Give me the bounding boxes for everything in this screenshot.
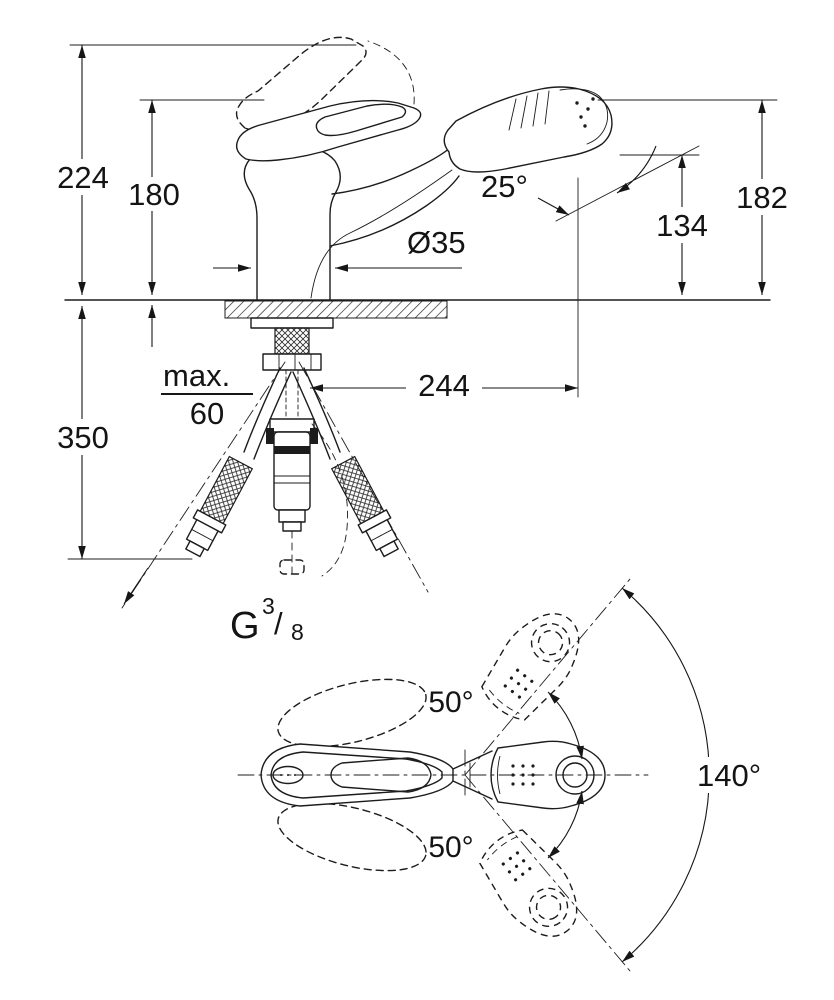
hose-weight-cap bbox=[278, 509, 306, 523]
dim-label-deck-max-value: 60 bbox=[190, 396, 224, 431]
label-backing bbox=[50, 159, 116, 195]
counter-hatch bbox=[224, 300, 448, 319]
dim-spray-tilt: 25° bbox=[481, 145, 700, 222]
handle-swing-dashed-lower bbox=[277, 802, 427, 872]
hose-axis-left bbox=[121, 361, 286, 609]
faucet-lever-handle bbox=[235, 99, 422, 162]
thread-size-label: G 3 / 8 bbox=[230, 593, 304, 647]
dim-deck-thickness: max. 60 bbox=[148, 305, 253, 431]
label-backing bbox=[406, 367, 482, 401]
dim-label-projection: 244 bbox=[418, 368, 470, 403]
dim-label-hole-diameter: Ø35 bbox=[407, 225, 466, 260]
spray-head bbox=[443, 86, 613, 173]
dim-label-deck-max: max. bbox=[163, 358, 230, 393]
threaded-shank bbox=[274, 327, 310, 355]
weight-side-nub-right bbox=[310, 428, 318, 444]
label-backing bbox=[649, 207, 715, 243]
tilt-leader-arrow bbox=[537, 197, 570, 216]
mounting-flange bbox=[250, 317, 334, 329]
faucet-body-column bbox=[243, 144, 341, 301]
swivel-axis-upper bbox=[464, 578, 631, 776]
swivel-arc-upper bbox=[547, 691, 584, 760]
hose-weight-collar bbox=[269, 418, 315, 433]
handle-motion-arc bbox=[367, 40, 415, 105]
hose-weight-body bbox=[273, 431, 311, 511]
dim-head-height: 182 bbox=[597, 99, 795, 295]
dim-swivel-upper: 50° bbox=[428, 686, 584, 760]
hose-loop-dashed bbox=[311, 423, 348, 577]
dim-label-handle-height: 180 bbox=[128, 177, 180, 212]
label-backing bbox=[690, 757, 776, 793]
dim-swivel-range: 140° bbox=[621, 587, 776, 963]
dim-label-swivel-range: 140° bbox=[697, 758, 761, 793]
dim-outlet-height: 134 bbox=[619, 154, 715, 295]
weight-side-nub-left bbox=[266, 428, 274, 444]
thread-leader-arrow bbox=[123, 567, 149, 605]
dim-total-height: 224 bbox=[50, 44, 357, 295]
spray-head-face bbox=[559, 88, 609, 145]
swivel-arc-lower bbox=[547, 790, 584, 859]
dim-label-spray-tilt: 25° bbox=[481, 169, 528, 204]
dim-under-deck-depth: 350 bbox=[50, 306, 193, 560]
top-view-handle-inner bbox=[270, 751, 443, 799]
handle-loop-hole bbox=[315, 103, 407, 137]
dim-label-outlet-height: 134 bbox=[656, 208, 708, 243]
spray-head-swung-dashed-lower bbox=[469, 819, 595, 953]
side-view: 224 180 182 134 25° bbox=[50, 36, 795, 647]
tilt-curved-arrow bbox=[616, 145, 657, 194]
handle-swing-dashed-upper bbox=[277, 678, 427, 748]
pullout-hose-upper bbox=[285, 369, 299, 420]
spray-head-swung-dashed-upper bbox=[471, 597, 597, 731]
spray-head-dots bbox=[575, 97, 595, 128]
hose-weight-lines bbox=[273, 475, 311, 484]
pullout-hose-end-dashed bbox=[279, 559, 305, 575]
dim-label-swivel-upper: 50° bbox=[428, 686, 473, 719]
dim-projection: 244 bbox=[310, 177, 579, 403]
hose-weight-tip bbox=[282, 521, 302, 532]
spout-top-edge bbox=[331, 147, 451, 195]
top-view-handle-slot bbox=[330, 757, 432, 793]
top-view: 50° 50° 140° bbox=[237, 578, 776, 972]
supply-hose-right bbox=[292, 367, 341, 460]
dim-label-head-height: 182 bbox=[736, 180, 788, 215]
spout-bottom-edge bbox=[329, 175, 460, 247]
label-backing bbox=[121, 177, 185, 211]
dim-label-under-deck-depth: 350 bbox=[57, 420, 109, 455]
dim-hole-diameter: Ø35 bbox=[213, 225, 466, 272]
dim-handle-height: 180 bbox=[121, 99, 265, 295]
dim-swivel-lower: 50° bbox=[428, 790, 584, 864]
mounting-nut-facets bbox=[278, 353, 312, 371]
spray-head-grip-lines bbox=[508, 90, 550, 131]
hose-weight-band bbox=[274, 446, 310, 454]
hose-connector-left bbox=[185, 455, 254, 558]
pullout-hose-inside-spout bbox=[310, 169, 453, 299]
dim-label-swivel-lower: 50° bbox=[428, 831, 473, 864]
swivel-axis-lower bbox=[464, 774, 631, 972]
supply-hose-left bbox=[243, 367, 292, 460]
mounting-nut bbox=[262, 353, 322, 371]
dim-label-total-height: 224 bbox=[57, 160, 109, 195]
hose-connector-right bbox=[330, 455, 399, 558]
label-backing bbox=[50, 419, 116, 455]
label-backing bbox=[729, 179, 795, 215]
grohe-logo-marks bbox=[280, 774, 296, 776]
